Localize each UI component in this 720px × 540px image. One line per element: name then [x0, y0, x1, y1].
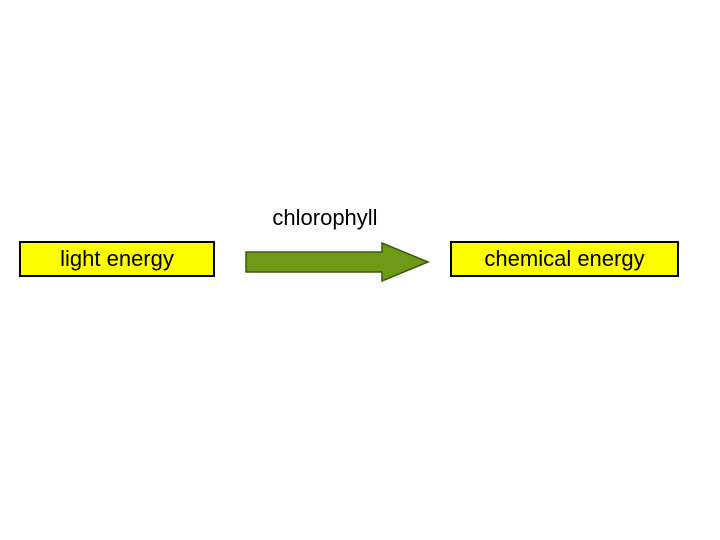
process-label: chlorophyll: [272, 205, 378, 230]
output-box-chemical-energy: chemical energy: [450, 241, 679, 277]
arrow-shape: [245, 241, 430, 283]
input-box-light-energy: light energy: [19, 241, 215, 277]
right-arrow-icon: [245, 241, 430, 283]
